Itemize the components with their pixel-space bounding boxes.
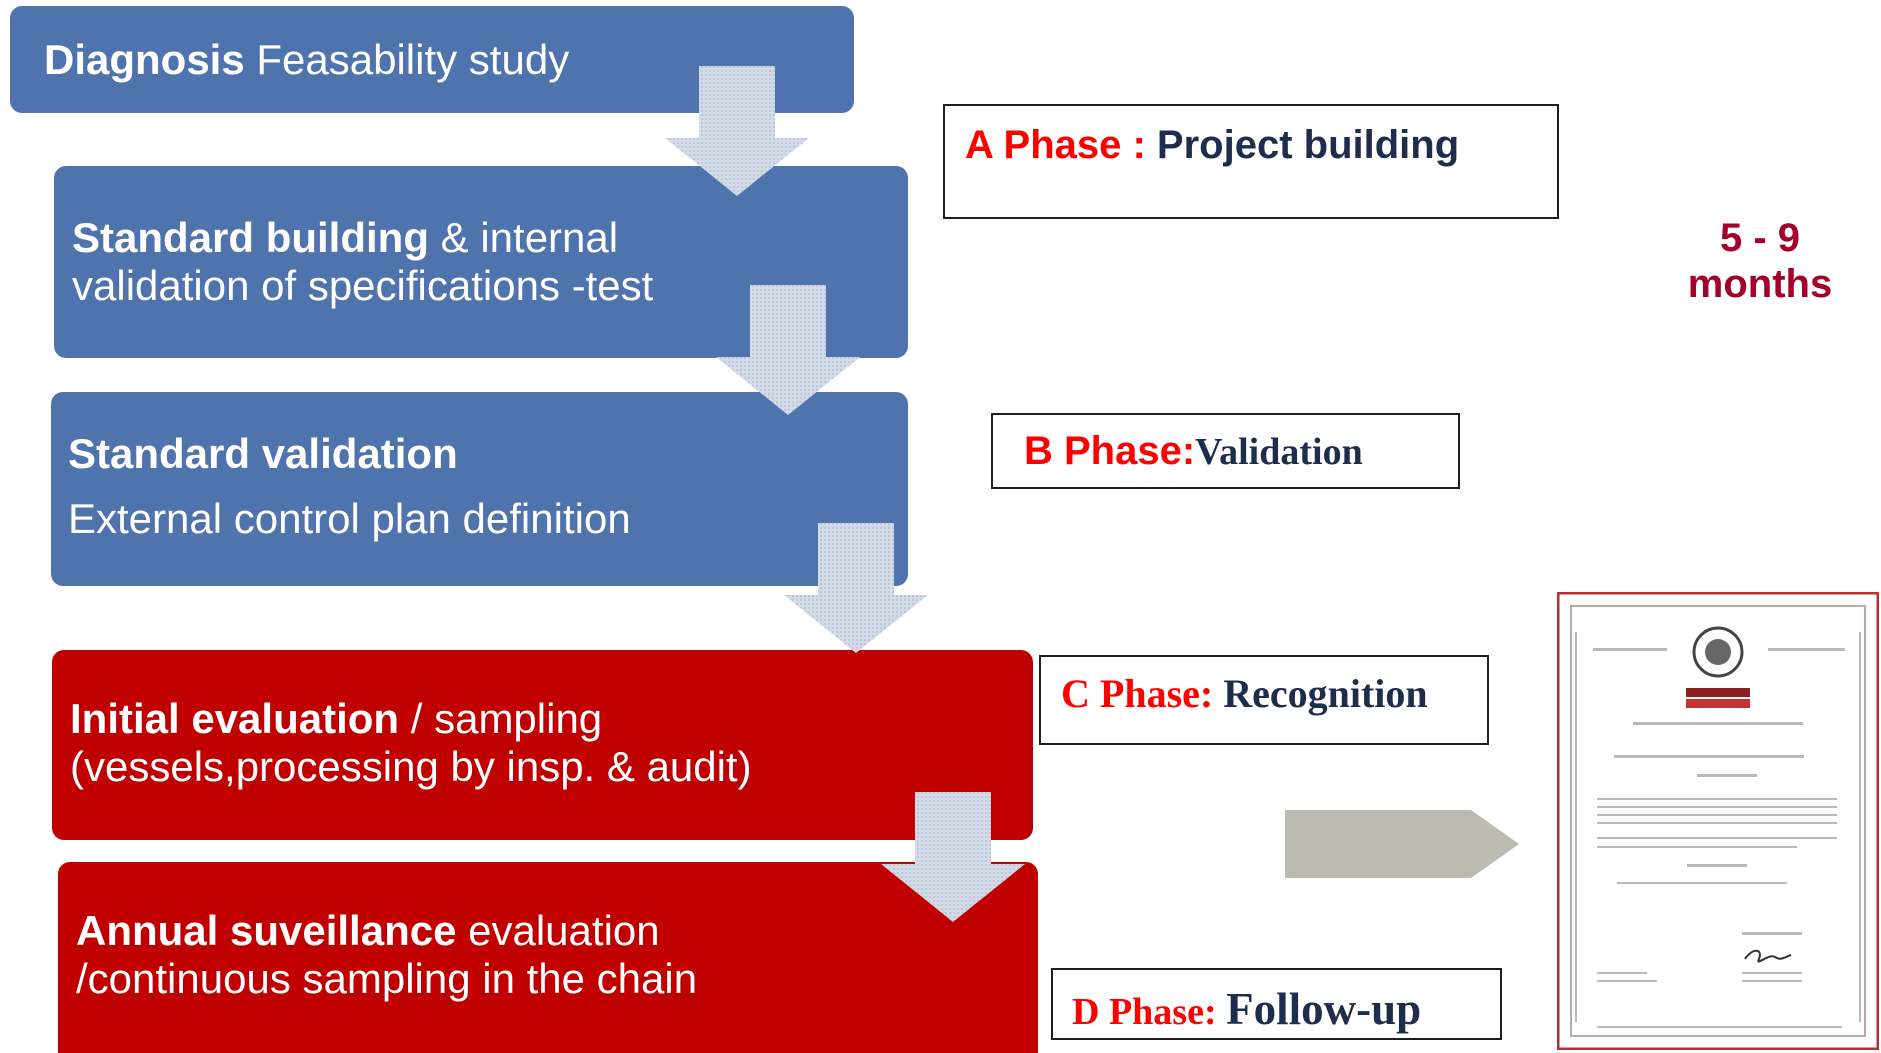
step-annual-surveillance: Annual suveillance evaluation /continuou… bbox=[58, 862, 1038, 1053]
down-arrow-icon bbox=[665, 66, 809, 196]
step-annual-surveillance-subtitle: evaluation bbox=[456, 907, 660, 954]
step-diagnosis: Diagnosis Feasability study bbox=[10, 6, 854, 113]
phase-d-box: D Phase: Follow-up bbox=[1051, 968, 1502, 1040]
step-standard-validation-line2: External control plan definition bbox=[68, 495, 631, 542]
phase-b-box: B Phase:Validation bbox=[991, 413, 1460, 489]
phase-a-label: A Phase : bbox=[965, 123, 1157, 167]
step-annual-surveillance-title: Annual suveillance bbox=[76, 907, 457, 954]
certificate-seal bbox=[1692, 626, 1744, 678]
phase-d-label: D Phase: bbox=[1072, 991, 1227, 1033]
step-standard-validation: Standard validation External control pla… bbox=[51, 392, 908, 586]
step-standard-building-line2: validation of specifications -test bbox=[72, 262, 654, 309]
step-annual-surveillance-line2: /continuous sampling in the chain bbox=[76, 955, 698, 1002]
down-arrow-icon bbox=[784, 523, 928, 653]
step-standard-validation-title: Standard validation bbox=[68, 430, 458, 477]
step-initial-evaluation: Initial evaluation / sampling (vessels,p… bbox=[52, 650, 1033, 840]
duration-unit: months bbox=[1687, 262, 1833, 306]
phase-a-box: A Phase : Project building bbox=[943, 104, 1559, 219]
step-initial-evaluation-title: Initial evaluation bbox=[70, 695, 400, 742]
step-diagnosis-title: Diagnosis bbox=[44, 36, 245, 83]
phase-b-label: B Phase: bbox=[1024, 429, 1196, 473]
right-arrow-icon bbox=[1285, 810, 1519, 878]
phase-c-value: Recognition bbox=[1223, 671, 1428, 716]
phase-a-value: Project building bbox=[1156, 123, 1460, 167]
down-arrow-icon bbox=[716, 285, 860, 415]
phase-d-value: Follow-up bbox=[1226, 984, 1422, 1034]
step-standard-building-title: Standard building bbox=[72, 214, 429, 261]
certificate-image bbox=[1557, 592, 1879, 1050]
phase-c-label: C Phase: bbox=[1061, 671, 1224, 716]
duration-range: 5 - 9 bbox=[1719, 216, 1801, 260]
duration-label: 5 - 9 months bbox=[1680, 215, 1840, 307]
phase-c-box: C Phase: Recognition bbox=[1039, 655, 1489, 745]
down-arrow-icon bbox=[881, 792, 1025, 922]
step-standard-building-subtitle: & internal bbox=[428, 214, 619, 261]
step-diagnosis-subtitle: Feasability study bbox=[244, 36, 570, 83]
step-initial-evaluation-subtitle: / sampling bbox=[399, 695, 603, 742]
phase-b-value: Validation bbox=[1195, 431, 1363, 473]
step-initial-evaluation-line2: (vessels,processing by insp. & audit) bbox=[70, 743, 752, 790]
